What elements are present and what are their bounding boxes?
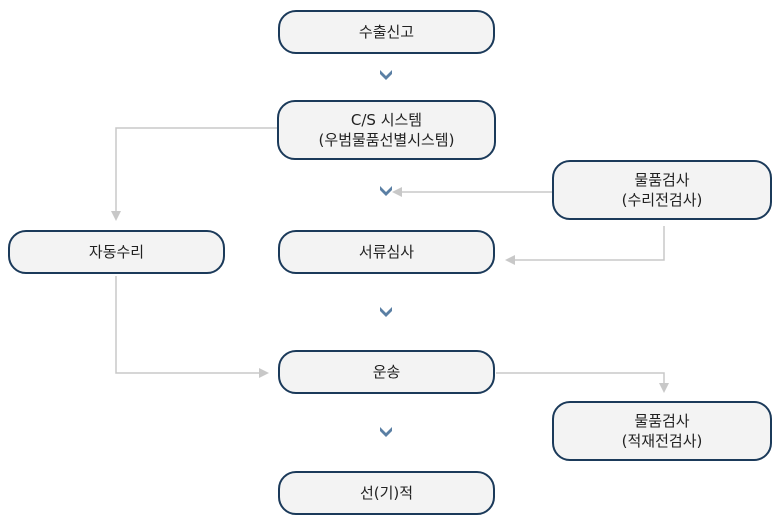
node-label-line2: (수리전검사) [621, 191, 703, 209]
node-label-line1: 물품검사 [634, 412, 690, 430]
chevron-down-icon [380, 70, 392, 80]
connector-transport-to-inspection [496, 372, 669, 393]
node-label: 선(기)적 [359, 484, 414, 502]
node-document-review: 서류심사 [278, 230, 495, 274]
node-label: 서류심사 [358, 243, 415, 261]
node-label-line1: C/S 시스템 [350, 111, 423, 129]
connector-cs-to-auto [111, 127, 278, 221]
node-inspection-pre-clearance: 물품검사 (수리전검사) [552, 160, 772, 220]
node-label-line2: (우범물품선별시스템) [318, 131, 455, 149]
node-export-declaration: 수출신고 [278, 10, 495, 54]
node-label: 운송 [372, 363, 401, 381]
connector-inspection-to-review [505, 226, 665, 265]
chevron-down-icon [380, 186, 392, 196]
connector-auto-to-transport [115, 276, 269, 378]
chevron-down-icon [380, 307, 392, 317]
node-label-line1: 물품검사 [634, 171, 690, 189]
node-label: 수출신고 [358, 23, 415, 41]
node-label: 자동수리 [88, 243, 145, 261]
node-inspection-loading: 물품검사 (적재전검사) [552, 401, 772, 461]
node-cs-system: C/S 시스템 (우범물품선별시스템) [277, 100, 496, 160]
chevron-down-icon [380, 427, 392, 437]
node-automatic-clearance: 자동수리 [8, 230, 225, 274]
node-transport: 운송 [278, 350, 495, 394]
node-label-line2: (적재전검사) [621, 432, 703, 450]
node-shipment: 선(기)적 [278, 471, 495, 515]
